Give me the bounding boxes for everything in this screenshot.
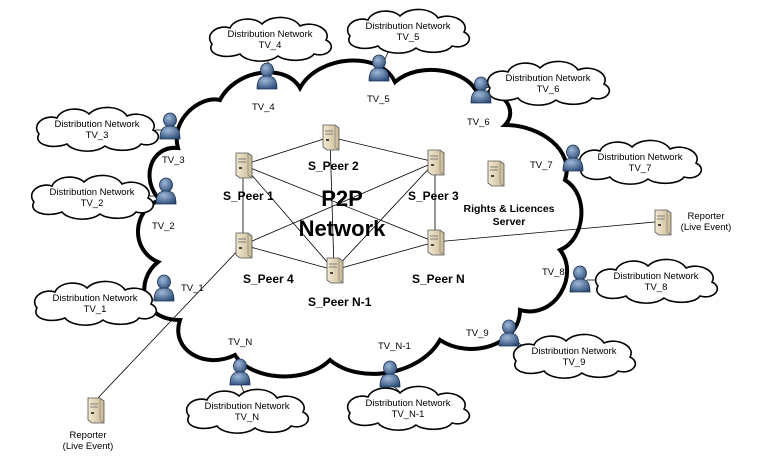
- distribution-network-tv5: Distribution Network TV_5 TV_5: [346, 8, 471, 105]
- reporter-right-icon: [654, 209, 672, 236]
- distribution-network-tv6: Distribution Network TV_6 TV_6: [467, 60, 611, 128]
- s-peer-3-label: S_Peer 3: [408, 189, 459, 203]
- tv4-cloud-line2: TV_4: [259, 40, 282, 51]
- tv5-cloud-line1: Distribution Network: [366, 21, 451, 32]
- tvn-1-user-label: TV_N-1: [378, 341, 411, 352]
- tvn-1-cloud-line2: TV_N-1: [392, 409, 425, 420]
- tv8-cloud-line1: Distribution Network: [614, 271, 699, 282]
- reporter-right-line2: (Live Event): [681, 222, 732, 233]
- tv3-cloud-line1: Distribution Network: [55, 119, 140, 130]
- tv5-cloud-line2: TV_5: [397, 32, 420, 43]
- peer-mesh: [242, 136, 436, 271]
- distribution-network-tv2: Distribution Network TV_2 TV_2: [30, 174, 177, 232]
- reporter-link-left: [95, 244, 244, 401]
- tv1-cloud-line1: Distribution Network: [53, 293, 138, 304]
- tv2-user-label: TV_2: [152, 221, 175, 232]
- s-peer-1-server-icon: [235, 152, 253, 179]
- p2p-cloud: [136, 58, 584, 379]
- reporter-right: Reporter (Live Event): [654, 209, 732, 236]
- s-peer-2-label: S_Peer 2: [308, 159, 359, 173]
- s-peer-n-label: S_Peer N: [412, 272, 465, 286]
- s-peer-1-label: S_Peer 1: [223, 189, 274, 203]
- reporter-left-icon: [87, 397, 105, 424]
- server-label-line1: Rights & Licences: [463, 203, 554, 215]
- distribution-network-tvn: Distribution Network TV_N TV_N: [185, 337, 310, 434]
- reporter-left-line2: (Live Event): [63, 441, 114, 452]
- tv1-cloud-line2: TV_1: [84, 304, 107, 315]
- tv3-user-label: TV_3: [162, 155, 185, 166]
- distribution-network-tvn-1: Distribution Network TV_N-1 TV_N-1: [346, 341, 471, 431]
- tv9-cloud-line1: Distribution Network: [532, 346, 617, 357]
- rights-server-icon: [487, 160, 505, 187]
- tv2-cloud-line2: TV_2: [81, 198, 104, 209]
- s-peer-2-server-icon: [322, 124, 340, 151]
- tv4-cloud-line1: Distribution Network: [228, 29, 313, 40]
- tv4-user-label: TV_4: [252, 102, 275, 113]
- tv2-cloud-line1: Distribution Network: [50, 187, 135, 198]
- tv9-user-label: TV_9: [466, 328, 489, 339]
- tv5-user-label: TV_5: [367, 94, 390, 105]
- center-title-line2: Network: [299, 216, 387, 241]
- server-label-line2: Server: [493, 216, 526, 228]
- s-peer-n-1-server-icon: [326, 257, 344, 284]
- s-peer-4-server-icon: [235, 232, 253, 259]
- tv6-cloud-line2: TV_6: [537, 84, 560, 95]
- distribution-network-tv3: Distribution Network TV_3 TV_3: [35, 106, 185, 166]
- tv6-cloud-line1: Distribution Network: [506, 73, 591, 84]
- tv1-user-label: TV_1: [181, 283, 204, 294]
- s-peer-n-server-icon: [427, 229, 445, 256]
- reporter-link-right: [434, 221, 656, 243]
- tvn-1-cloud-line1: Distribution Network: [366, 398, 451, 409]
- reporter-right-line1: Reporter: [688, 211, 725, 222]
- tvn-cloud-line2: TV_N: [235, 412, 259, 423]
- distribution-network-tv4: Distribution Network TV_4 TV_4: [208, 16, 333, 113]
- reporter-left: Reporter (Live Event): [63, 397, 114, 452]
- distribution-network-tv1: Distribution Network TV_1 TV_1: [33, 274, 204, 326]
- tv7-cloud-line1: Distribution Network: [598, 152, 683, 163]
- tv7-cloud-line2: TV_7: [629, 163, 652, 174]
- s-peer-3-server-icon: [427, 149, 445, 176]
- s-peer-n-1-label: S_Peer N-1: [308, 295, 372, 309]
- reporter-left-line1: Reporter: [70, 430, 107, 441]
- tv3-cloud-line2: TV_3: [86, 130, 109, 141]
- tv9-cloud-line2: TV_9: [563, 357, 586, 368]
- tv8-user-label: TV_8: [542, 267, 565, 278]
- tvn-user-label: TV_N: [228, 337, 252, 348]
- distribution-network-tv8: Distribution Network TV_8 TV_8: [542, 258, 719, 304]
- s-peer-4-label: S_Peer 4: [243, 272, 294, 286]
- tv6-user-label: TV_6: [467, 117, 490, 128]
- center-title-line1: P2P: [321, 186, 363, 211]
- tvn-cloud-line1: Distribution Network: [205, 401, 290, 412]
- tv8-user-icon: [569, 265, 591, 293]
- tv7-user-label: TV_7: [530, 160, 553, 171]
- tv8-cloud-line2: TV_8: [645, 282, 668, 293]
- distribution-network-tv9: Distribution Network TV_9 TV_9: [466, 319, 637, 379]
- distribution-network-tv7: Distribution Network TV_7 TV_7: [530, 139, 703, 185]
